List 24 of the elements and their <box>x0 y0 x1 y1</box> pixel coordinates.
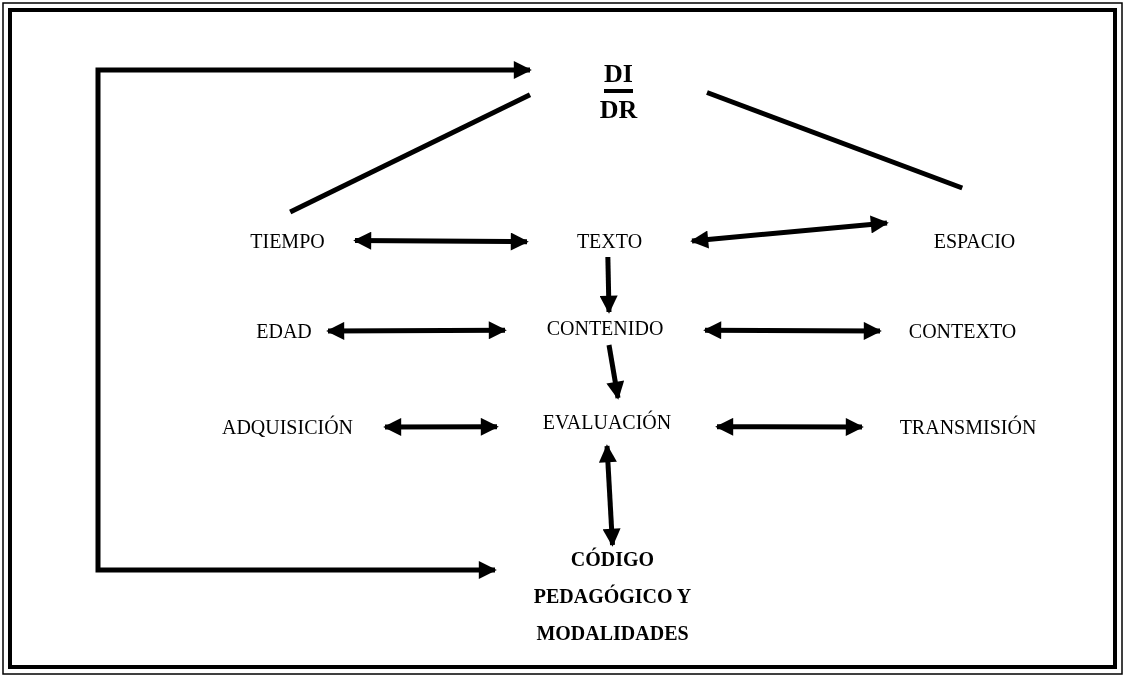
node-label: TRANSMISIÓN <box>899 415 1037 439</box>
arrow <box>703 321 882 340</box>
node-label: ADQUISICIÓN <box>221 415 354 439</box>
arrow <box>353 231 529 251</box>
arrow <box>715 417 864 436</box>
node-label: CONTEXTO <box>908 319 1017 343</box>
arrow <box>599 256 618 314</box>
node-label: ESPACIO <box>933 230 1016 253</box>
arrow <box>326 321 507 340</box>
arrow <box>95 61 532 579</box>
node-label: CÓDIGO PEDAGÓGICO Y MODALIDADES <box>532 546 693 646</box>
denominator-label: DR <box>599 96 638 125</box>
node-label: TIEMPO <box>250 229 325 253</box>
node-label: EDAD <box>256 319 312 343</box>
arrow <box>598 444 621 547</box>
connector-line <box>289 92 532 215</box>
arrow <box>383 417 499 436</box>
node-label: TEXTO <box>576 229 643 253</box>
numerator-label: DI <box>604 60 633 93</box>
node-label: CONTENIDO <box>546 317 664 340</box>
arrow <box>606 344 625 400</box>
node-label: EVALUACIÓN <box>542 410 672 434</box>
arrow <box>690 215 889 249</box>
connector-line <box>706 90 964 191</box>
